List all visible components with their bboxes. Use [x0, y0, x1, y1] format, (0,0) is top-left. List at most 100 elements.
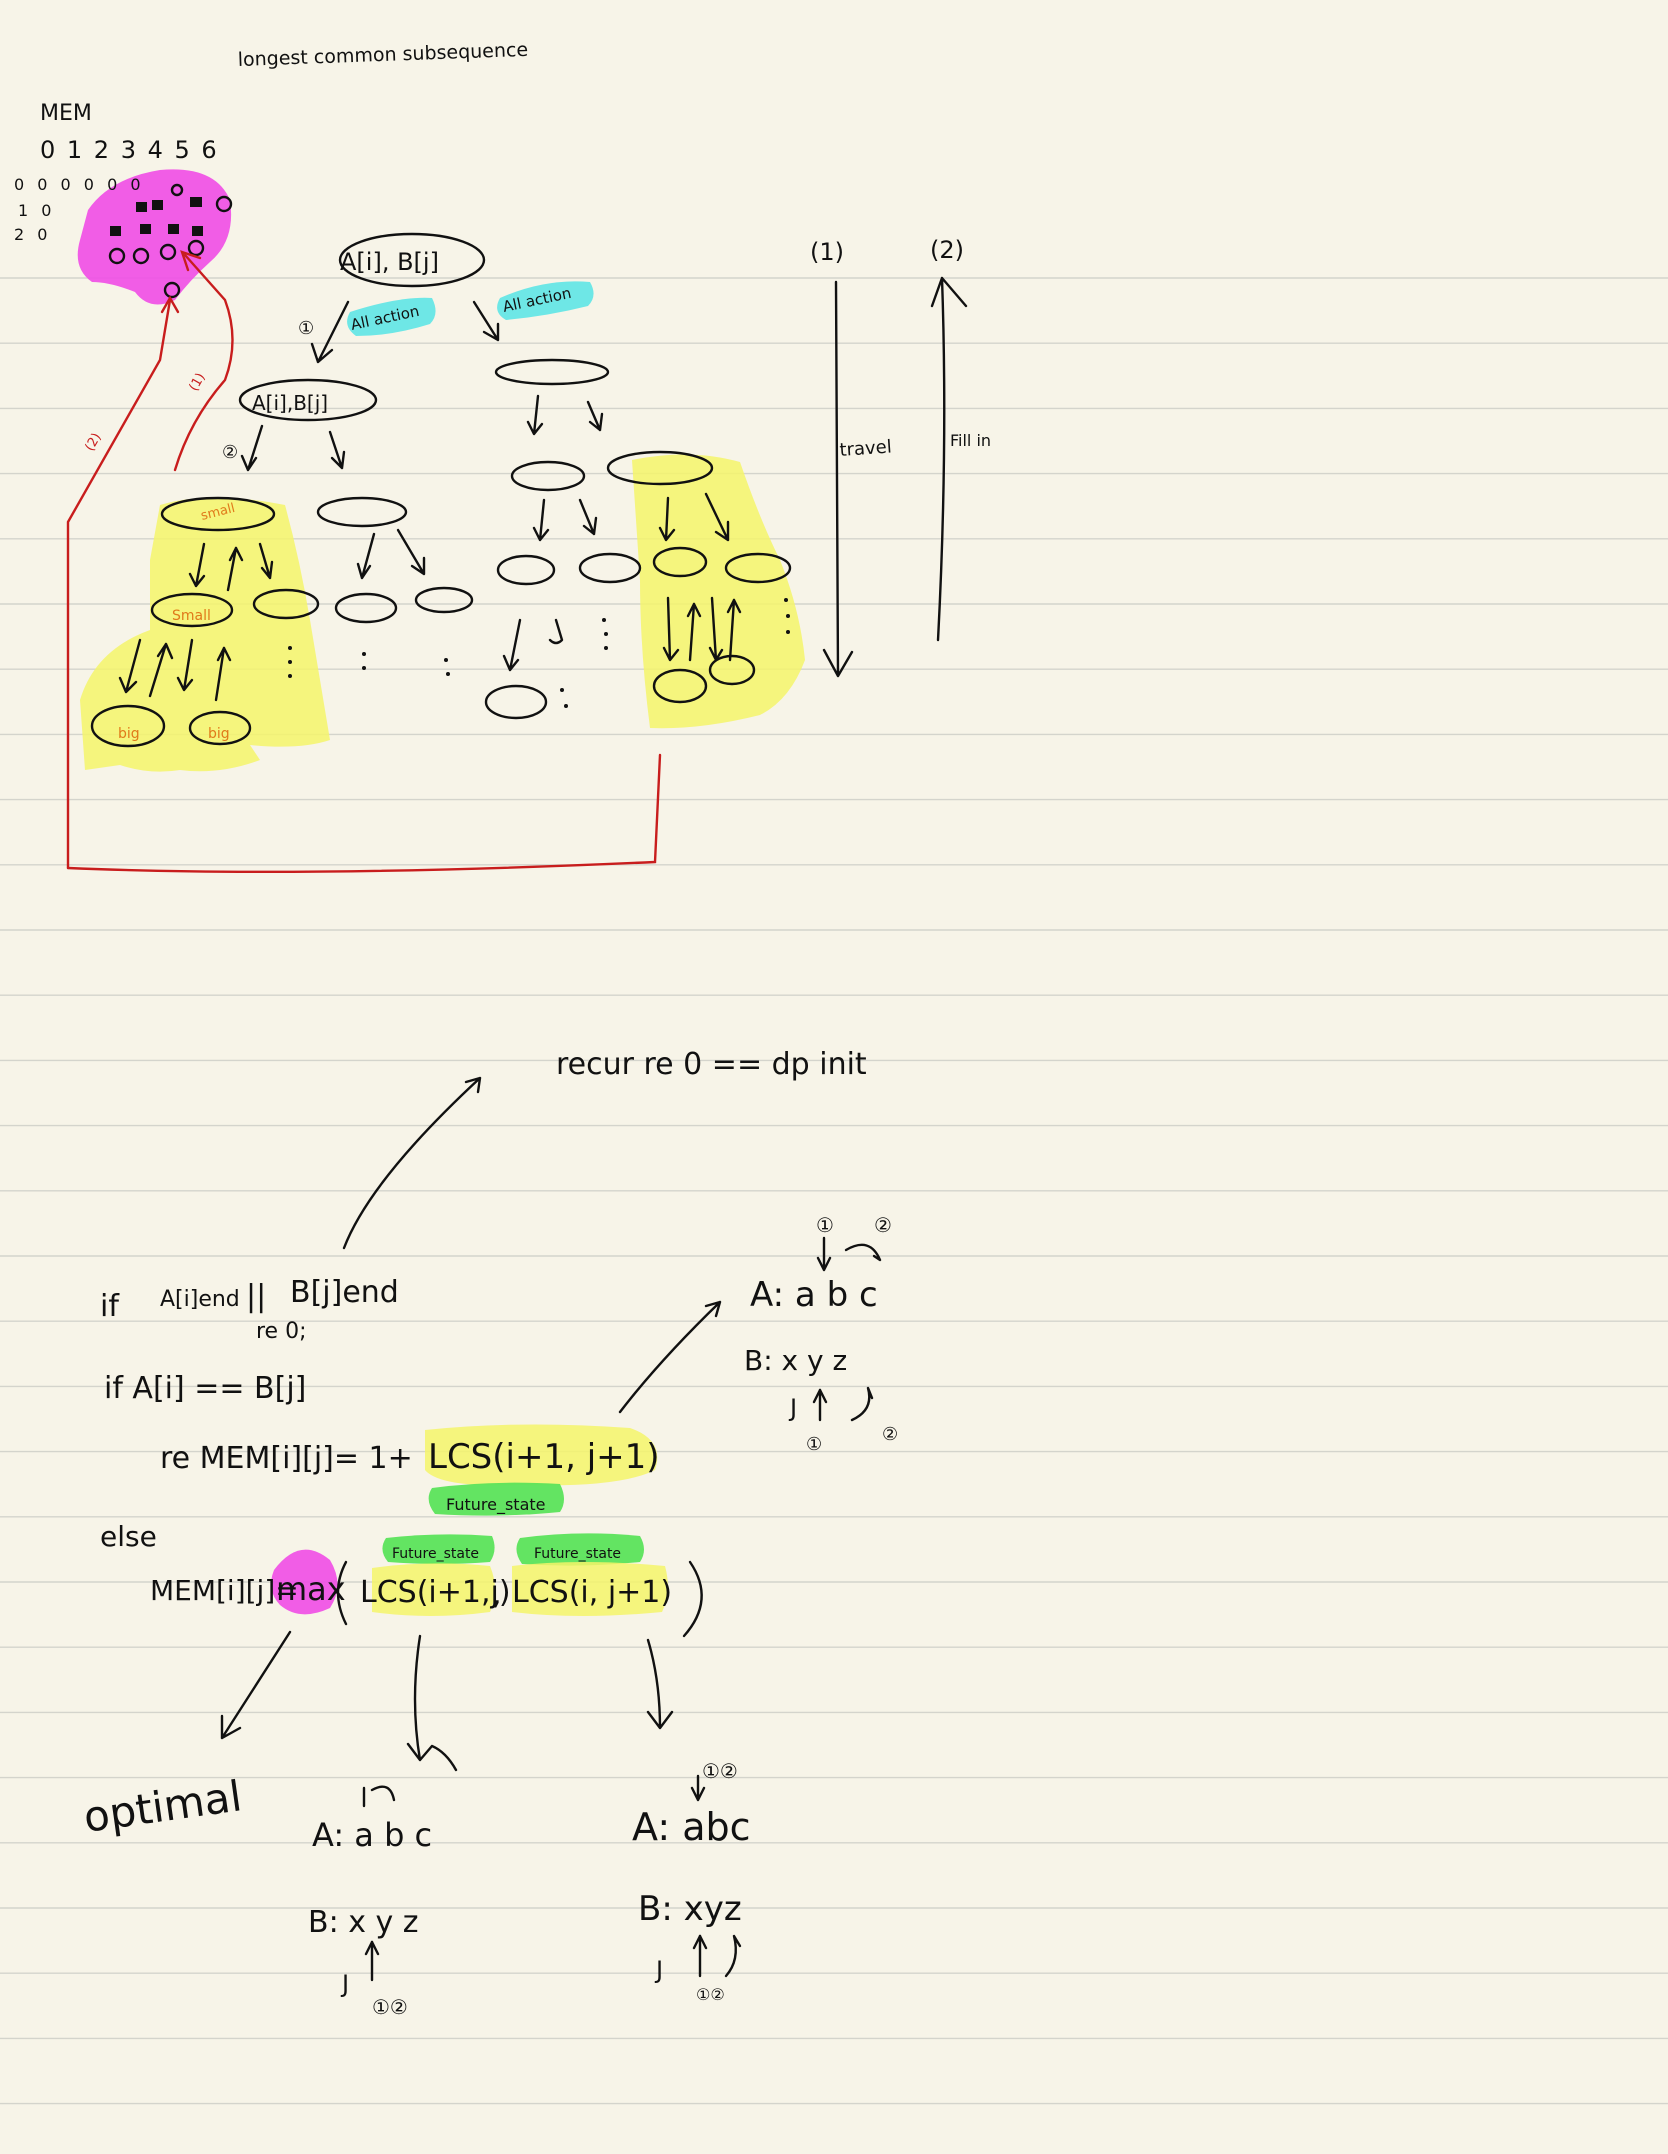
node-big-1	[90, 704, 166, 748]
node-big-1-label: big	[118, 726, 140, 742]
code-if-keyword: if	[100, 1289, 120, 1324]
lcs-call-1-arrow	[618, 1300, 722, 1414]
example-left-b: B: x y z	[308, 1905, 419, 1940]
future-state-3: Future_state	[534, 1546, 621, 1562]
code-or: ||	[246, 1279, 266, 1314]
fill-in-label: Fill in	[950, 431, 991, 450]
mem-circled-cells	[108, 183, 233, 299]
node-small-2-label: Small	[172, 608, 211, 624]
mem-row-1: 1 0	[18, 201, 55, 220]
example-right-j: J	[654, 1956, 663, 1984]
recur-arrow	[342, 1076, 482, 1250]
code-a-end: A[i]end	[160, 1287, 240, 1312]
tree-node-r4b	[652, 668, 708, 704]
mem-row-0: 0 0 0 0 0 0	[14, 175, 145, 194]
mem-table: MEM 0 1 2 3 4 5 6 0 0 0 0 0 0 1 0 2 0	[14, 101, 233, 299]
example-left-j: J	[340, 1970, 349, 1998]
page-title: longest common subsequence	[237, 39, 528, 71]
call-2-arrow	[406, 1634, 458, 1772]
fill-in-arrow	[930, 276, 968, 642]
all-action-left-highlight	[347, 297, 436, 336]
node-big-2	[188, 710, 252, 746]
example-top-j-n1: ①	[806, 1434, 822, 1455]
tree-child-node	[238, 378, 378, 422]
code-max: max	[276, 1570, 346, 1608]
call-3-arrow	[646, 1638, 674, 1730]
all-action-right-highlight	[497, 281, 594, 320]
tree-node-r4c	[708, 654, 756, 686]
lcs-call-1-highlight	[425, 1424, 658, 1486]
step-marker-1: ①	[298, 318, 314, 339]
mem-column-header: 0 1 2 3 4 5 6	[40, 136, 219, 164]
future-state-1-highlight	[428, 1482, 564, 1516]
node-small-1	[160, 496, 276, 532]
step-marker-2: ②	[222, 442, 238, 463]
example-right-b: B: xyz	[638, 1889, 742, 1929]
tree-node-r2a	[510, 460, 586, 492]
paren-close	[682, 1560, 703, 1638]
travel-label: travel	[839, 436, 893, 461]
red-label-1: (1)	[186, 371, 208, 394]
right-subtree-highlight	[632, 454, 805, 729]
lcs-call-3-highlight	[512, 1562, 668, 1616]
node-big-2-label: big	[208, 726, 230, 742]
example-top-b: B: x y z	[744, 1344, 847, 1377]
example-left: A: a b c B: x y z J ①②	[308, 1785, 432, 2019]
optimal-label: optimal	[81, 1771, 245, 1842]
tree-node-l3b	[252, 588, 320, 620]
future-state-3-highlight	[516, 1533, 644, 1566]
example-top-j-n2: ②	[882, 1424, 898, 1445]
node-small-2	[150, 592, 234, 628]
code-lcs-call-1: LCS(i+1, j+1)	[428, 1437, 660, 1477]
mem-cells	[110, 197, 203, 236]
tree-node-r3b	[578, 552, 642, 584]
optimal-arrow	[220, 1630, 292, 1740]
code-else: else	[100, 1520, 157, 1553]
example-right-n2: ①②	[696, 1985, 725, 2004]
ellipsis-right	[560, 598, 790, 708]
flow-label-1: (1)	[810, 238, 844, 266]
tree-node-r3c	[652, 546, 708, 578]
tree-node-r3a	[496, 554, 556, 586]
tree-node-l2b	[316, 496, 408, 528]
tree-root-node	[338, 232, 486, 288]
ellipsis-left	[288, 646, 450, 678]
flow-direction: (1) (2) travel Fill in	[810, 236, 991, 678]
code-lcs-call-3: LCS(i, j+1)	[512, 1575, 672, 1610]
tree-node-l3d	[414, 586, 474, 614]
code-return-zero: re 0;	[256, 1319, 307, 1344]
future-state-2-highlight	[382, 1534, 495, 1564]
code-match-prefix: re MEM[i][j]= 1+	[160, 1441, 413, 1476]
mem-label: MEM	[40, 101, 92, 126]
example-top-n1: ①	[816, 1213, 834, 1237]
example-top-n2: ②	[874, 1213, 892, 1237]
code-mem-assign: MEM[i][j]=	[150, 1574, 299, 1607]
max-highlight	[271, 1549, 338, 1615]
tree-node-r2b	[606, 450, 714, 486]
tree-node-r3d	[724, 552, 792, 584]
recur-note: recur re 0 == dp init	[556, 1047, 867, 1082]
code-comma: ,	[492, 1577, 502, 1612]
example-top-j: J	[788, 1394, 797, 1422]
future-state-1: Future_state	[446, 1495, 545, 1515]
tree-node-l3c	[334, 592, 398, 624]
tree-node-r4a	[484, 684, 548, 720]
example-top: ① ② A: a b c B: x y z J ① ②	[744, 1213, 898, 1455]
paren-open	[336, 1560, 348, 1626]
example-left-n: ①②	[372, 1995, 408, 2019]
travel-arrow	[822, 280, 854, 678]
tree-node-r1	[494, 358, 610, 386]
red-label-2: (2)	[82, 431, 104, 454]
code-block: recur re 0 == dp init if A[i]end || B[j]…	[81, 1047, 867, 1842]
flow-label-2: (2)	[930, 236, 964, 264]
example-left-a: A: a b c	[312, 1816, 432, 1854]
code-if-equal: if A[i] == B[j]	[104, 1371, 306, 1406]
example-right-n: ①②	[702, 1759, 738, 1783]
future-state-2: Future_state	[392, 1546, 479, 1562]
mem-row-2: 2 0	[14, 225, 51, 244]
code-lcs-call-2: LCS(i+1,j)	[360, 1575, 511, 1610]
lcs-call-2-highlight	[372, 1563, 495, 1616]
tree-child-label: A[i],B[j]	[252, 391, 328, 415]
example-right-a: A: abc	[632, 1805, 751, 1849]
